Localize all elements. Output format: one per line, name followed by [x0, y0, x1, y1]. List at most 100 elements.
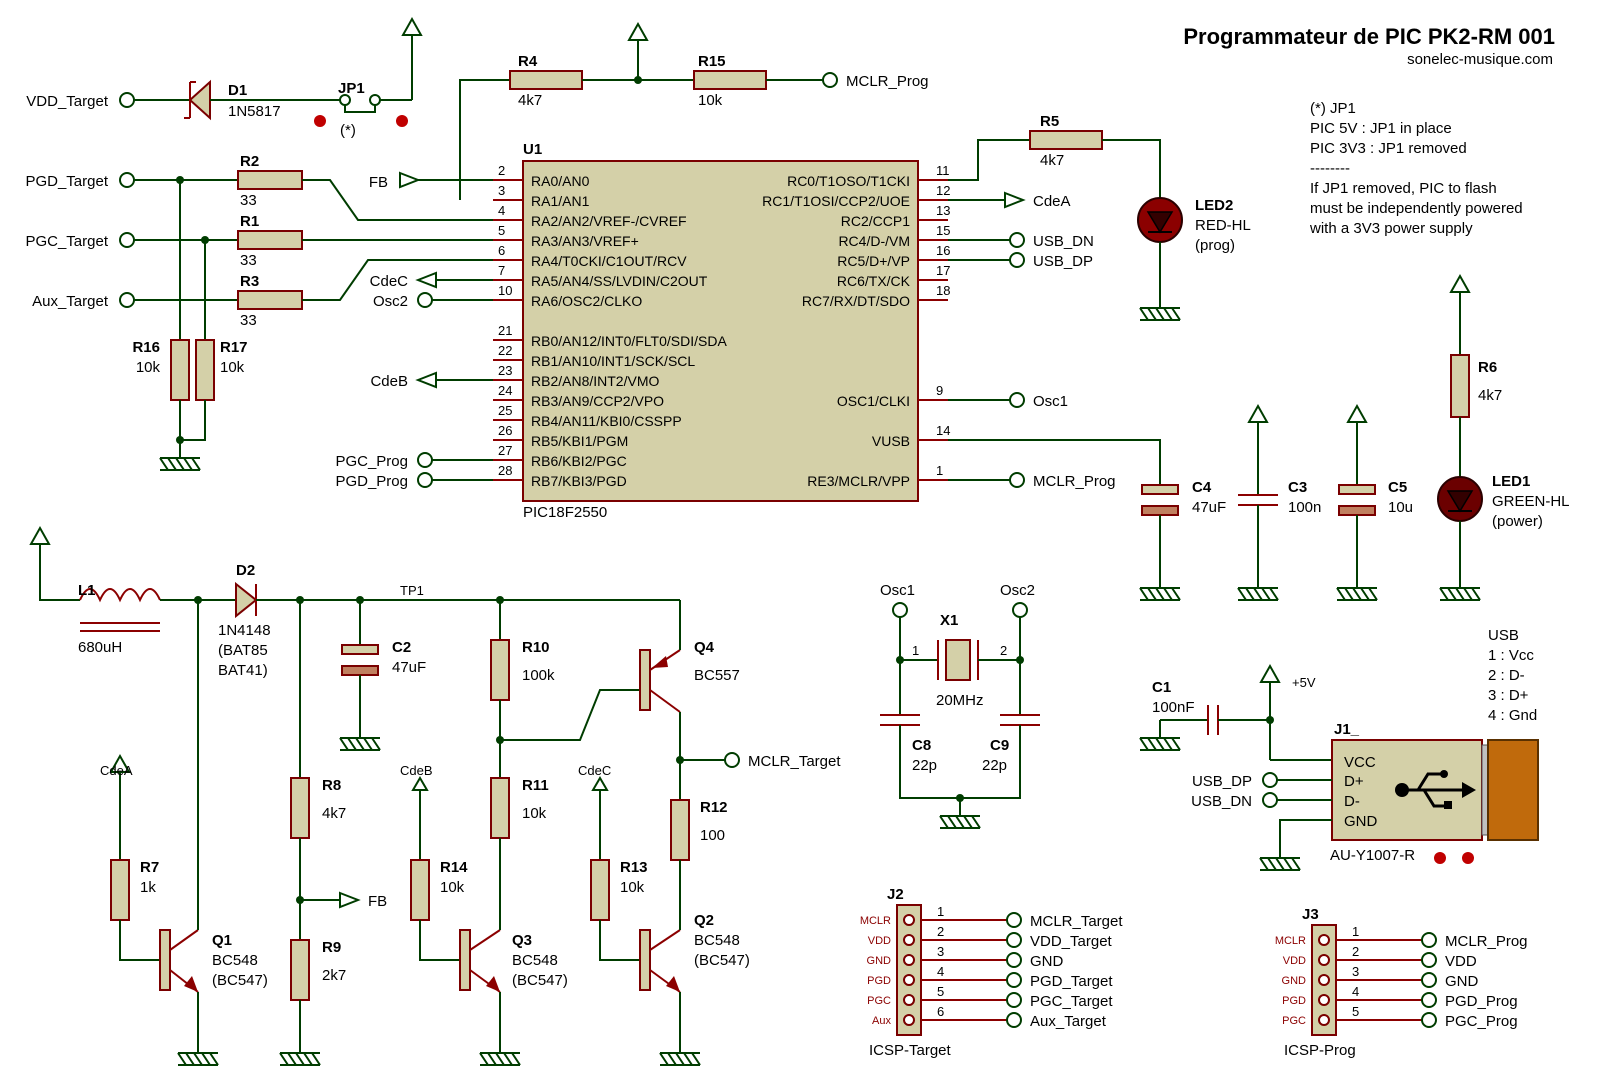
header-pin-label: MCLR: [1275, 935, 1306, 947]
header-pin-label: GND: [1282, 975, 1307, 987]
svg-text:2k7: 2k7: [322, 967, 346, 984]
svg-text:PGD_Prog: PGD_Prog: [335, 473, 408, 490]
svg-text:2: 2: [1000, 643, 1007, 658]
svg-text:BC557: BC557: [694, 667, 740, 684]
svg-text:PIC 3V3 : JP1 removed: PIC 3V3 : JP1 removed: [1310, 140, 1467, 157]
header-pin-number: 4: [1352, 984, 1359, 999]
header-terminal: [1421, 952, 1437, 968]
u1-pin-label: RA6/OSC2/CLKO: [531, 293, 642, 309]
u1-pin-label: RB3/AN9/CCP2/VPO: [531, 393, 664, 409]
svg-text:X1: X1: [940, 612, 958, 629]
u1-pin-number: 1: [936, 463, 943, 478]
svg-text:with a 3V3 power supply: with a 3V3 power supply: [1309, 220, 1473, 237]
header-net-label: PGD_Target: [1030, 973, 1113, 990]
svg-text:LED1: LED1: [1492, 473, 1530, 490]
u1-pin-label: RB4/AN11/KBI0/CSSPP: [531, 413, 682, 429]
svg-text:C8: C8: [912, 737, 931, 754]
svg-text:BC548: BC548: [694, 932, 740, 949]
u1-pin-label: RC0/T1OSO/T1CKI: [787, 173, 910, 189]
svg-text:PGD_Target: PGD_Target: [25, 173, 108, 190]
usb-icon: [1395, 770, 1476, 809]
u1-pin-label: RB7/KBI3/PGD: [531, 473, 627, 489]
u1-pin-label: RE3/MCLR/VPP: [807, 473, 910, 489]
u1-pin-number: 2: [498, 163, 505, 178]
svg-text:C4: C4: [1192, 479, 1212, 496]
header-pin-label: VDD: [1283, 955, 1306, 967]
svg-text:CdeC: CdeC: [578, 763, 611, 778]
header-name: ICSP-Prog: [1284, 1042, 1356, 1059]
u1-left-nets: CdeC Osc2 CdeB PGC_Prog PGD_Prog: [335, 271, 493, 490]
svg-text:33: 33: [240, 312, 257, 329]
header-pin-number: 2: [937, 924, 944, 939]
svg-text:C1: C1: [1152, 679, 1171, 696]
svg-text:(BAT85: (BAT85: [218, 642, 268, 659]
header-terminal: [1006, 912, 1022, 928]
svg-text:22p: 22p: [982, 757, 1007, 774]
svg-text:1: 1: [912, 643, 919, 658]
svg-text:(prog): (prog): [1195, 237, 1235, 254]
svg-text:USB_DP: USB_DP: [1033, 253, 1093, 270]
svg-text:10u: 10u: [1388, 499, 1413, 516]
u1-pin-number: 4: [498, 203, 505, 218]
header-pin-number: 3: [1352, 964, 1359, 979]
j3-icsp-prog: J3ICSP-ProgMCLR1MCLR_ProgVDD2VDDGND3GNDP…: [1275, 906, 1528, 1059]
u1-pin-number: 26: [498, 423, 512, 438]
svg-text:R5: R5: [1040, 113, 1059, 130]
u1-pin-number: 11: [936, 163, 950, 178]
u1-pin-label: RA1/AN1: [531, 193, 590, 209]
u1-right-pins: 11RC0/T1OSO/T1CKI12RC1/T1OSI/CCP2/UOE13R…: [762, 163, 950, 489]
u1-pin-number: 21: [498, 323, 512, 338]
svg-text:1k: 1k: [140, 879, 156, 896]
svg-text:R15: R15: [698, 53, 726, 70]
header-pin-label: VDD: [868, 935, 891, 947]
u1-pin-label: RB5/KBI1/PGM: [531, 433, 628, 449]
u1-right-nets: R5 4k7 LED2 RED-HL (prog) CdeA USB_DN US…: [948, 113, 1251, 490]
svg-text:USB: USB: [1488, 627, 1519, 644]
svg-text:J1_: J1_: [1334, 721, 1360, 738]
svg-text:4k7: 4k7: [518, 92, 542, 109]
svg-text:1N4148: 1N4148: [218, 622, 271, 639]
u1-pin-number: 14: [936, 423, 950, 438]
header-net-label: VDD: [1445, 953, 1477, 970]
svg-text:R1: R1: [240, 213, 259, 230]
header-pin-label: PGC: [867, 995, 891, 1007]
svg-text:USB_DN: USB_DN: [1033, 233, 1094, 250]
header-pin-number: 3: [937, 944, 944, 959]
u1-pin-number: 23: [498, 363, 512, 378]
header-terminal: [1006, 992, 1022, 1008]
svg-text:must be independently powered: must be independently powered: [1310, 200, 1523, 217]
header-net-label: PGD_Prog: [1445, 993, 1518, 1010]
svg-text:10k: 10k: [136, 359, 161, 376]
u1-pin-label: RB2/AN8/INT2/VMO: [531, 373, 659, 389]
u1-pin-number: 18: [936, 283, 950, 298]
svg-text:R13: R13: [620, 859, 648, 876]
svg-text:Osc1: Osc1: [880, 582, 915, 599]
u1-pin-label: RC7/RX/DT/SDO: [802, 293, 910, 309]
header-pin: [903, 914, 915, 926]
boost-converter: L1 680uH D2 1N4148 (BAT85 BAT41) TP1 C2 …: [30, 527, 841, 1066]
svg-text:10k: 10k: [440, 879, 465, 896]
u1-pin-number: 7: [498, 263, 505, 278]
header-pin-number: 5: [1352, 1004, 1359, 1019]
u1-pin-label: RA0/AN0: [531, 173, 590, 189]
svg-text:4k7: 4k7: [1040, 152, 1064, 169]
svg-text:PGC_Prog: PGC_Prog: [335, 453, 408, 470]
header-pin: [1318, 1014, 1330, 1026]
u1-pin-number: 27: [498, 443, 512, 458]
header-terminal: [1006, 952, 1022, 968]
header-ref: J3: [1302, 906, 1319, 923]
u1-pin-label: RB1/AN10/INT1/SCK/SCL: [531, 353, 695, 369]
svg-text:L1: L1: [78, 582, 96, 599]
svg-text:CdeA: CdeA: [1033, 193, 1071, 210]
header-pin-label: GND: [867, 955, 892, 967]
svg-text:680uH: 680uH: [78, 639, 122, 656]
svg-text:(power): (power): [1492, 513, 1543, 530]
svg-text:PGC_Target: PGC_Target: [25, 233, 108, 250]
u1-pin-number: 28: [498, 463, 512, 478]
u1-pin-label: VUSB: [872, 433, 910, 449]
u1-pin-label: RC6/TX/CK: [837, 273, 911, 289]
svg-text:2 : D-: 2 : D-: [1488, 667, 1525, 684]
svg-text:R14: R14: [440, 859, 468, 876]
svg-text:R17: R17: [220, 339, 248, 356]
schematic-subtitle: sonelec-musique.com: [1407, 51, 1553, 68]
